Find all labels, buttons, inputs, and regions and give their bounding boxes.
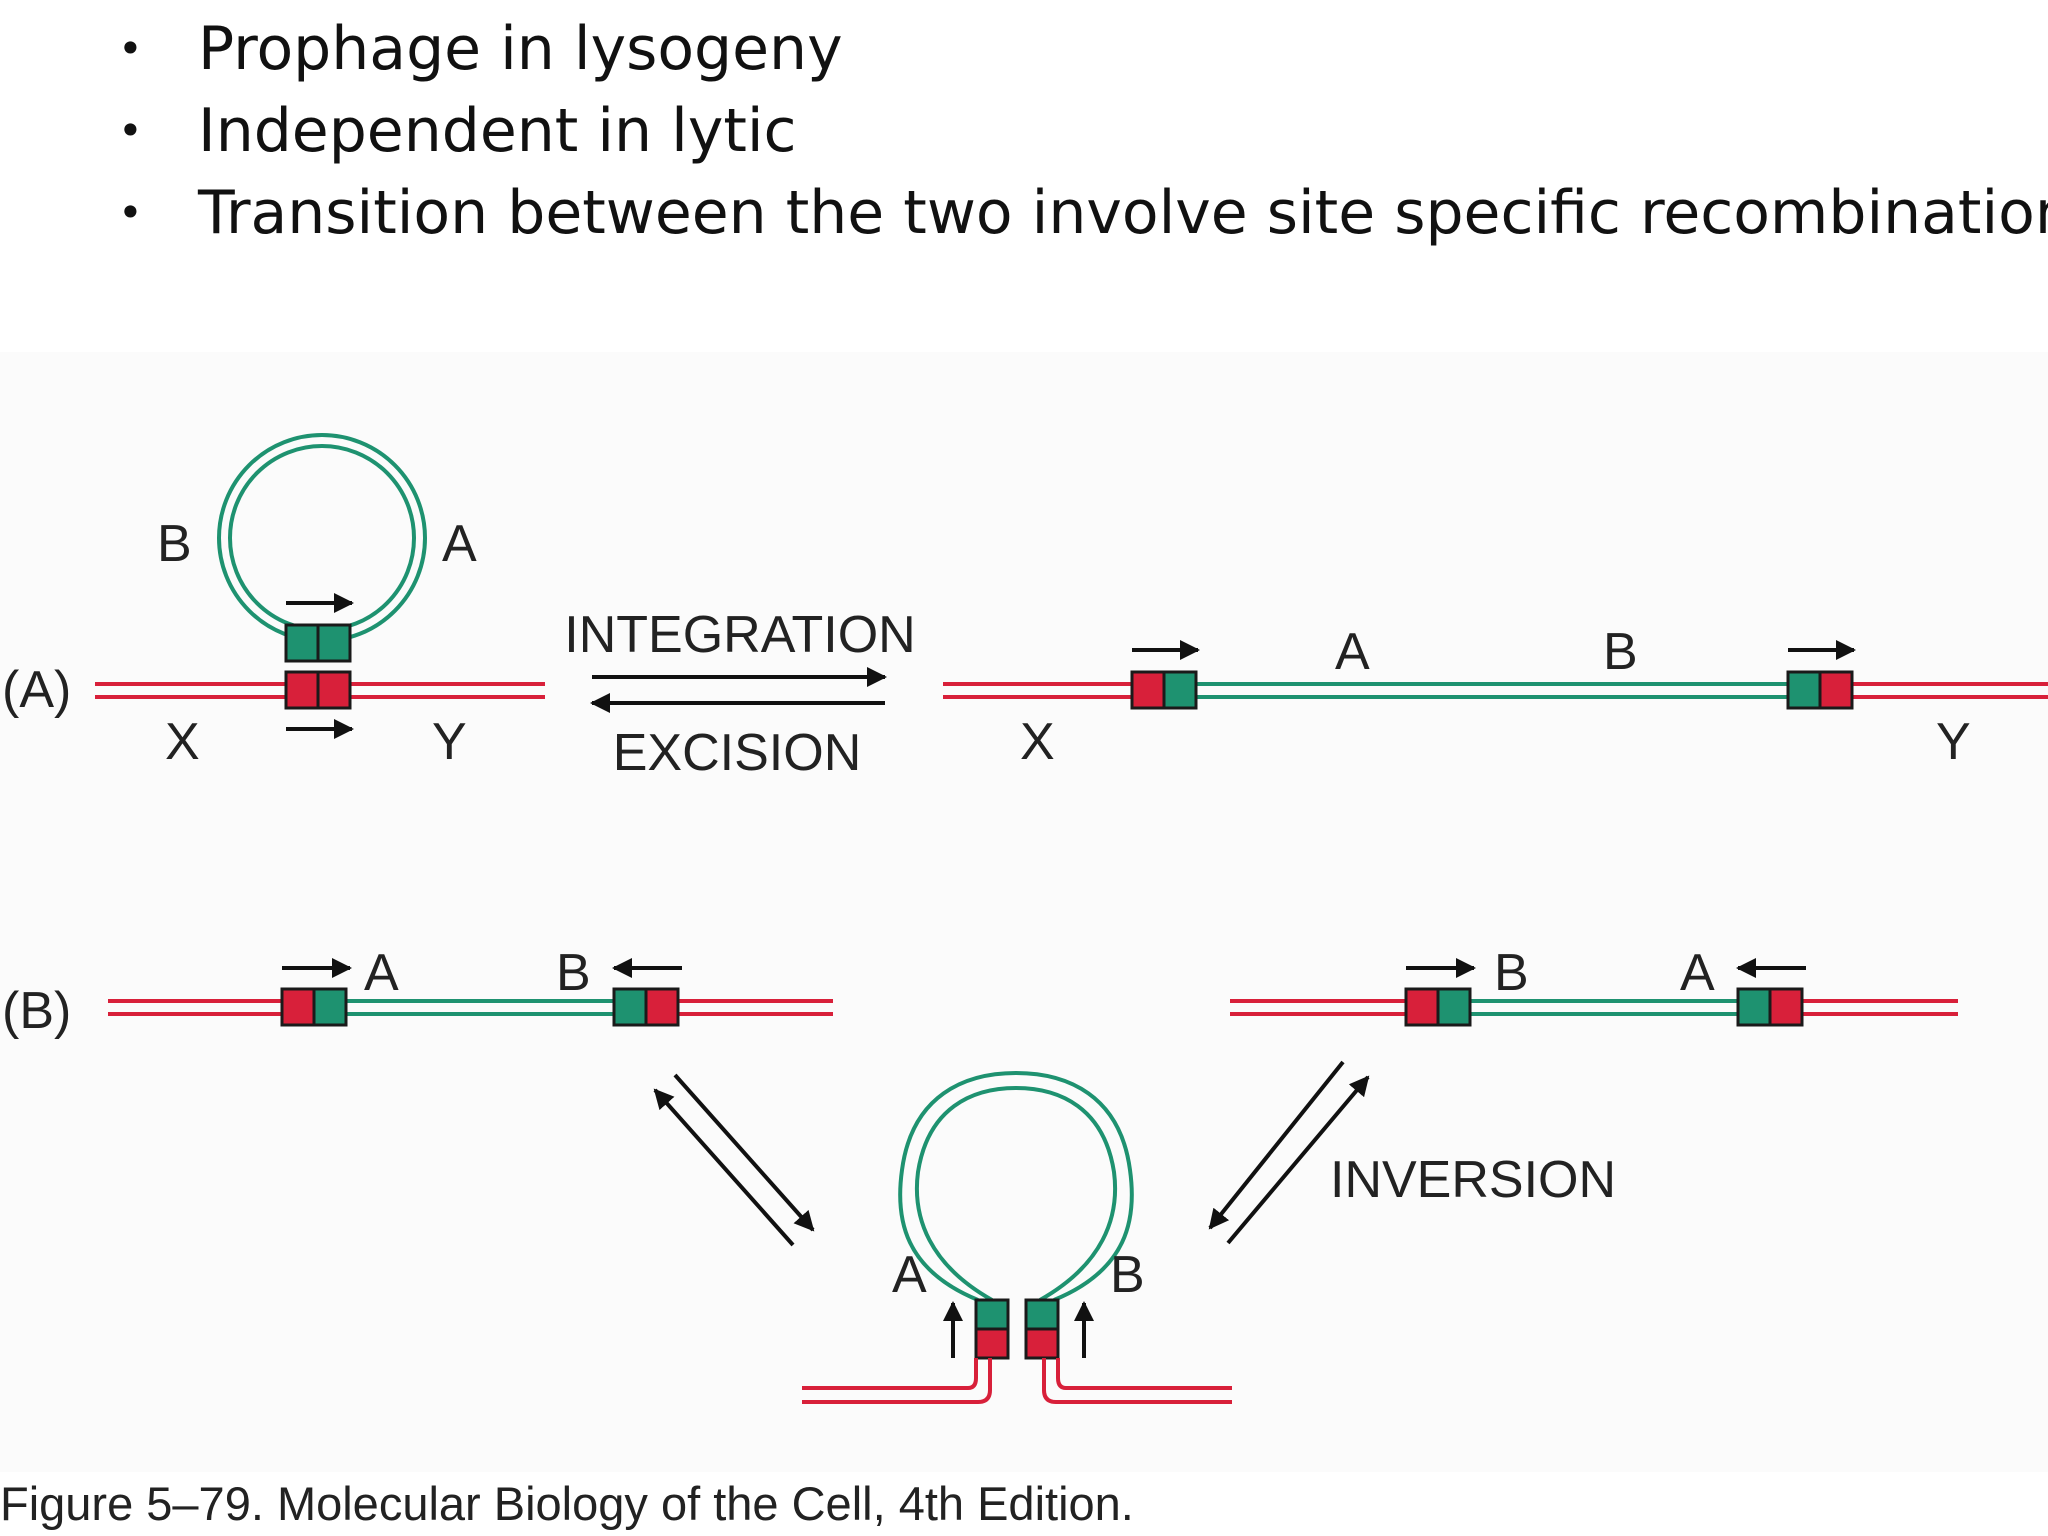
recombination-site-b	[612, 987, 680, 1027]
inverted-site-b	[1404, 987, 1472, 1027]
bullet-dot: •	[118, 188, 143, 237]
attR-site	[1786, 670, 1854, 710]
loop-host-dna	[802, 1358, 1232, 1404]
label-right-b: B	[1494, 944, 1529, 1002]
figure-caption: Figure 5–79. Molecular Biology of the Ce…	[0, 1477, 1134, 1530]
loop-resolution-arrow-icon	[653, 1088, 795, 1247]
inverted-site-a	[1736, 987, 1804, 1027]
synaptic-site-b	[1024, 1298, 1060, 1360]
label-product-b: B	[1603, 623, 1638, 681]
substrate-dna-left	[108, 999, 833, 1016]
bacterial-att-site	[284, 670, 352, 710]
panel-a-label: (A)	[2, 661, 71, 719]
label-left-a: A	[364, 944, 399, 1002]
label-inversion: INVERSION	[1330, 1151, 1616, 1209]
label-excision: EXCISION	[613, 724, 862, 782]
bullet-dot: •	[118, 24, 143, 73]
figure-background	[0, 352, 2048, 1472]
bullet-dot: •	[118, 106, 143, 155]
label-integration: INTEGRATION	[564, 606, 915, 664]
bullet-text: Transition between the two involve site …	[198, 178, 2048, 248]
inversion-reverse-arrow-icon	[1208, 1060, 1345, 1230]
label-product-y: Y	[1936, 713, 1971, 771]
phage-circle	[217, 433, 427, 643]
label-host-y: Y	[432, 713, 467, 771]
bullet-item: • Prophage in lysogeny	[118, 8, 2048, 90]
label-right-a: A	[1680, 944, 1715, 1002]
label-loop-b: B	[1110, 1246, 1145, 1304]
integrated-product-dna	[943, 682, 2048, 699]
bullet-text: Prophage in lysogeny	[198, 14, 843, 84]
synaptic-site-a	[974, 1298, 1010, 1360]
bullet-item: • Independent in lytic	[118, 90, 2048, 172]
label-left-b: B	[556, 944, 591, 1002]
attL-site	[1130, 670, 1198, 710]
label-host-x: X	[165, 713, 200, 771]
bullet-item: • Transition between the two involve site…	[118, 172, 2048, 254]
panel-b-label: (B)	[2, 982, 71, 1040]
inversion-forward-arrow-icon	[1226, 1075, 1370, 1245]
bullet-text: Independent in lytic	[198, 96, 797, 166]
inverted-product-dna	[1230, 999, 1958, 1016]
recombination-site-a	[280, 987, 348, 1027]
phage-att-site	[284, 623, 352, 663]
label-circle-a: A	[442, 515, 477, 573]
label-loop-a: A	[892, 1246, 927, 1304]
synaptic-loop	[898, 1070, 1134, 1302]
label-product-x: X	[1020, 713, 1055, 771]
loop-formation-arrow-icon	[673, 1073, 815, 1232]
label-product-a: A	[1335, 623, 1370, 681]
bullet-list: • Prophage in lysogeny • Independent in ly…	[118, 8, 2048, 254]
label-circle-b: B	[157, 515, 192, 573]
